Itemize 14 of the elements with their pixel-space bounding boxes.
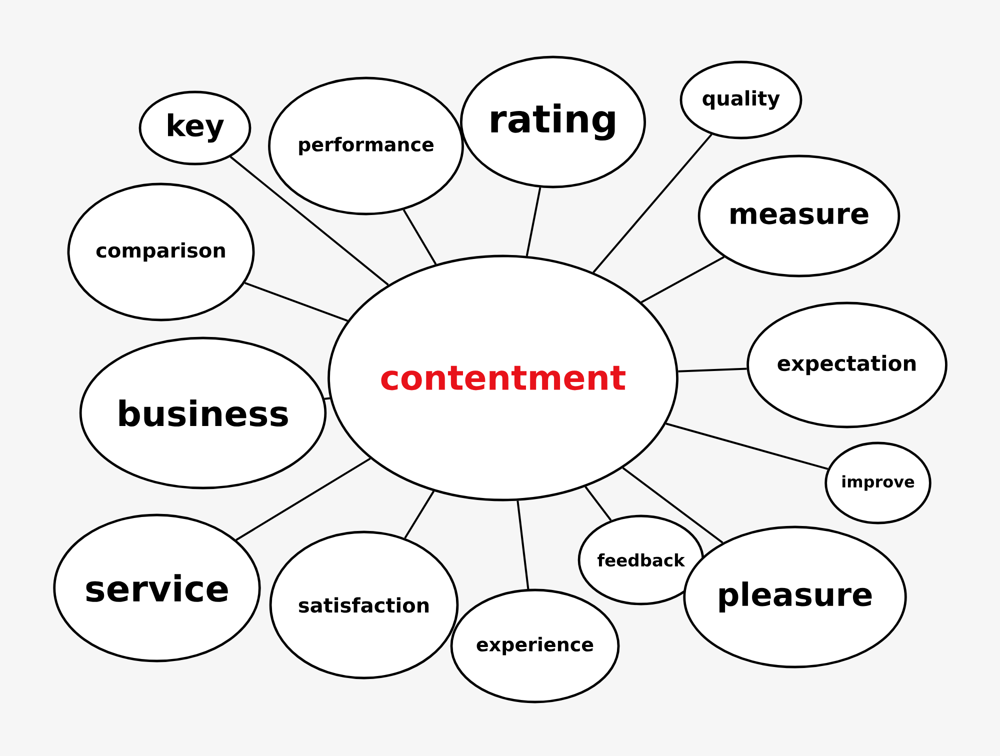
- connector-line: [584, 486, 612, 521]
- connector-line: [678, 368, 747, 372]
- connector-line: [236, 458, 371, 541]
- connector-line: [404, 490, 435, 539]
- connector-line: [516, 500, 530, 590]
- connector-line: [526, 187, 542, 256]
- connector-line: [622, 467, 724, 544]
- connector-line: [244, 282, 348, 322]
- connector-line: [402, 209, 437, 265]
- connector-line: [640, 256, 724, 304]
- connector-line: [324, 397, 330, 400]
- connector-line: [230, 156, 389, 286]
- connector-line: [666, 422, 828, 470]
- connector-line: [592, 134, 712, 274]
